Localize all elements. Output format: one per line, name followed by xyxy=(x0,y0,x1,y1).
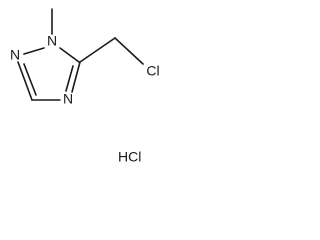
bond-ch2-cl xyxy=(114,37,144,65)
atom-n2-label: N xyxy=(10,47,20,63)
bonds xyxy=(17,8,144,101)
atom-n1-label: N xyxy=(47,33,57,49)
bond-n2-c3-double xyxy=(23,63,37,96)
chemical-structure-diagram: N N N Cl HCl xyxy=(10,8,160,165)
bond-n1-n2 xyxy=(23,47,45,55)
bond-n2-c3 xyxy=(17,61,33,101)
bond-n4-c5-double xyxy=(65,65,74,92)
atom-labels: N N N Cl xyxy=(10,33,160,107)
atom-n4-label: N xyxy=(63,91,73,107)
salt-label: HCl xyxy=(118,149,141,165)
bond-c5-ch2 xyxy=(79,37,116,63)
bond-n4-c5 xyxy=(71,61,81,93)
atom-cl-label: Cl xyxy=(146,63,159,79)
bond-n1-c5 xyxy=(59,47,80,63)
